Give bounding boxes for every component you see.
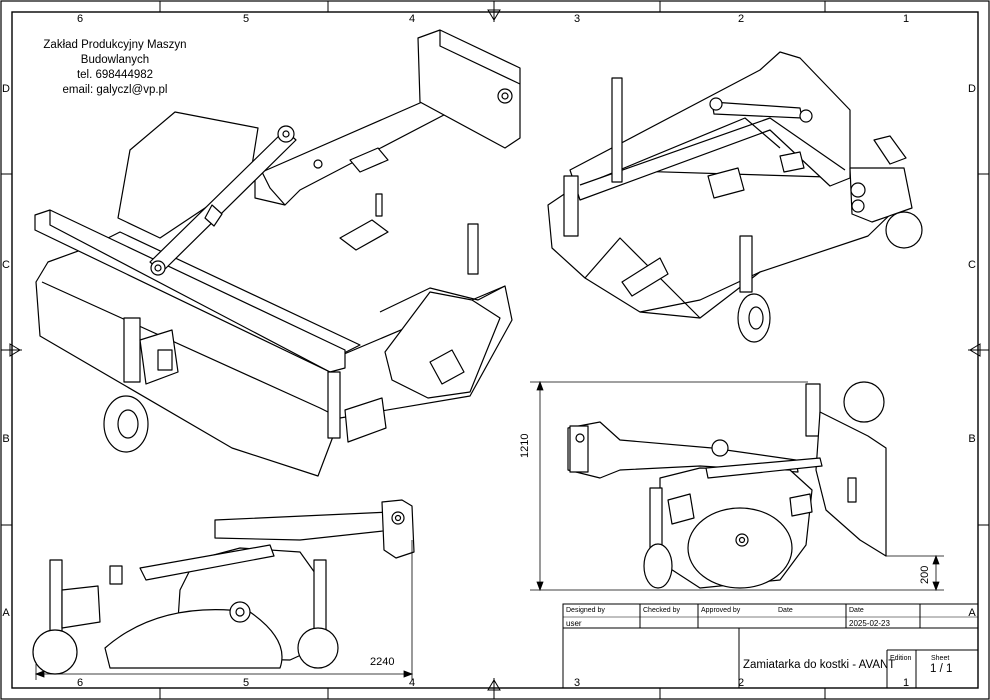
company-name-line1: Zakład Produkcyjny Maszyn: [43, 39, 187, 51]
isometric-view-rear: [547, 51, 923, 343]
main-frame-tube: [254, 91, 466, 206]
zone-row-a: A: [2, 607, 10, 619]
dimension-length: [34, 540, 414, 680]
date-value: 2025-02-23: [849, 619, 890, 628]
company-info: Zakład Produkcyjny Maszyn Budowlanych te…: [26, 38, 204, 98]
zone-col-1: 1: [903, 13, 909, 25]
side-mount: [381, 499, 415, 559]
approval-date-label: Date: [778, 607, 793, 614]
sheet-label: Sheet: [931, 655, 949, 662]
rs-wheel-top: [843, 381, 885, 423]
zone-col-3: 3: [574, 13, 580, 25]
side-wheel-right: [297, 627, 339, 669]
designed-by-value: user: [566, 619, 582, 628]
side-view: [32, 499, 415, 675]
zone-row-d: D: [2, 83, 10, 95]
side-drum: [104, 609, 283, 669]
rear-top-frame: [569, 51, 851, 201]
zone-col-2-bottom: 2: [738, 677, 744, 689]
sheet-value: 1 / 1: [930, 663, 952, 675]
right-side-view: [567, 381, 887, 589]
zone-labels: 6 5 4 3 2 1 6 5 4 3 2 1 D C B A D C B A: [2, 13, 976, 689]
company-email: email: galyczl@vp.pl: [62, 84, 168, 96]
zone-col-6: 6: [77, 13, 83, 25]
drawing-title: Zamiatarka do kostki - AVANT: [743, 659, 895, 671]
zone-col-6-bottom: 6: [77, 677, 83, 689]
side-arm: [214, 511, 393, 541]
zone-row-b: B: [2, 433, 9, 445]
zone-col-5: 5: [243, 13, 249, 25]
dimension-1210: 1210: [519, 434, 531, 458]
approved-by-label: Approved by: [701, 607, 741, 614]
zone-col-4-bottom: 4: [409, 677, 415, 689]
brush-hood: [117, 111, 259, 239]
edition-label: Edition: [890, 655, 912, 662]
rs-wheel-front: [643, 543, 673, 589]
wheel-rear-right: [885, 211, 923, 249]
rs-drum: [687, 507, 793, 589]
zone-col-3-bottom: 3: [574, 677, 580, 689]
dimension-200: 200: [919, 566, 931, 584]
dimension-height: [530, 380, 808, 592]
zone-row-c: C: [2, 259, 10, 271]
checked-by-label: Checked by: [643, 607, 680, 614]
side-wheel-left: [32, 629, 78, 675]
dimension-2240: 2240: [370, 656, 394, 668]
side-cover: [384, 291, 501, 399]
company-name-line2: Budowlanych: [80, 54, 150, 66]
isometric-view-front: [34, 29, 521, 477]
date-label: Date: [849, 607, 864, 614]
title-block: [562, 603, 979, 689]
wheel-rear-front: [737, 293, 771, 343]
zone-col-4: 4: [409, 13, 415, 25]
zone-col-2: 2: [738, 13, 744, 25]
dimension-ground: [640, 554, 944, 592]
wheel-front-left: [103, 395, 149, 453]
rs-frame-arm: [567, 421, 799, 479]
designed-by-label: Designed by: [566, 607, 605, 614]
zone-row-a-right: A: [968, 607, 976, 619]
zone-row-d-right: D: [968, 83, 976, 95]
zone-row-b-right: B: [968, 433, 975, 445]
company-phone: tel. 698444982: [76, 69, 154, 81]
zone-row-c-right: C: [968, 259, 976, 271]
stand-left: [123, 317, 141, 383]
zone-col-5-bottom: 5: [243, 677, 249, 689]
zone-col-1-bottom: 1: [903, 677, 909, 689]
